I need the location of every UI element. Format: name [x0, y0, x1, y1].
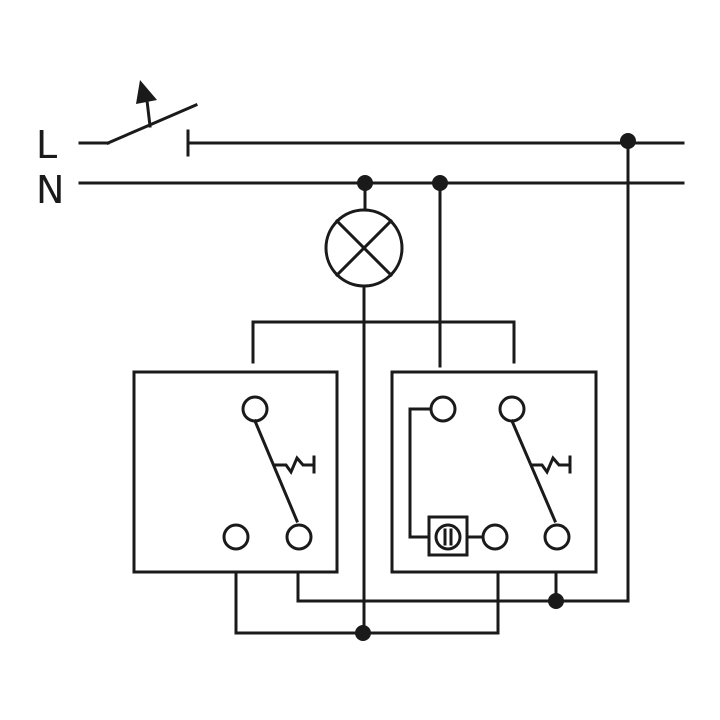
- two-way-switch-right: [390, 370, 598, 574]
- lamp-icon: [324, 208, 404, 288]
- line-label-N: N: [36, 168, 64, 212]
- line-label-L: L: [36, 123, 57, 167]
- indicator-lamp-icon: [427, 515, 469, 557]
- bottom-wire: [296, 570, 630, 603]
- arrow-icon: [136, 80, 157, 104]
- two-way-switch-left: [132, 370, 339, 574]
- main-switch: [78, 80, 198, 157]
- junction-dot: [620, 133, 636, 149]
- traveler-bridge: [251, 320, 516, 364]
